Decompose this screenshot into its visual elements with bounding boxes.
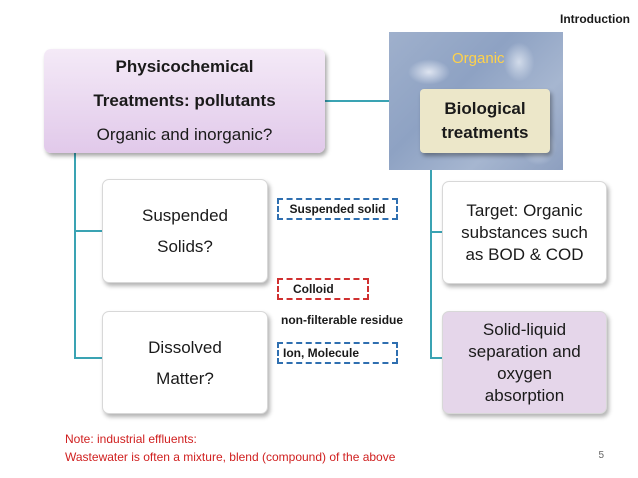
target-line-1: Target: Organic (466, 200, 583, 220)
section-title: Introduction (560, 12, 630, 26)
organic-label: Organic (452, 50, 505, 67)
suspended-line-2: Solids? (157, 237, 213, 256)
physico-line-3: Organic and inorganic? (96, 125, 273, 144)
colloid-tag: Colloid (277, 278, 369, 300)
separation-line-3: oxygen (497, 363, 552, 383)
right-branch-target (430, 231, 442, 233)
physico-line-1: Physicochemical (115, 57, 254, 76)
page-number: 5 (598, 450, 604, 461)
suspended-solid-tag: Suspended solid (277, 198, 398, 220)
biological-treatments-box: Biological treatments (420, 89, 550, 153)
right-tree-trunk (430, 170, 432, 358)
non-filterable-residue-label: non-filterable residue (281, 313, 404, 327)
separation-line-1: Solid-liquid (482, 319, 567, 339)
right-branch-separation (430, 357, 442, 359)
bio-line-2: treatments (441, 123, 529, 142)
left-branch-dissolved (74, 357, 102, 359)
target-line-2: substances such (461, 222, 588, 242)
bio-line-1: Biological (444, 99, 526, 118)
physicochemical-treatments-box: Physicochemical Treatments: pollutants O… (44, 49, 325, 153)
suspended-line-1: Suspended (141, 206, 229, 225)
main-link-line (325, 100, 389, 102)
left-tree-trunk (74, 153, 76, 358)
target-line-3: as BOD & COD (465, 244, 584, 264)
physico-line-2: Treatments: pollutants (93, 91, 276, 110)
separation-line-4: absorption (484, 385, 565, 405)
left-branch-suspended (74, 230, 102, 232)
dissolved-matter-box: Dissolved Matter? (102, 311, 268, 414)
dissolved-line-1: Dissolved (148, 337, 222, 357)
target-organic-box: Target: Organic substances such as BOD &… (442, 181, 607, 284)
suspended-solids-box: Suspended Solids? (102, 179, 268, 283)
solid-liquid-separation-box: Solid-liquid separation and oxygen absor… (442, 311, 607, 414)
ion-molecule-tag: Ion, Molecule (277, 342, 398, 364)
note-line-1: Note: industrial effluents: (65, 432, 197, 446)
dissolved-line-2: Matter? (156, 368, 214, 388)
separation-line-2: separation and (468, 341, 581, 361)
note-line-2: Wastewater is often a mixture, blend (co… (65, 450, 396, 464)
